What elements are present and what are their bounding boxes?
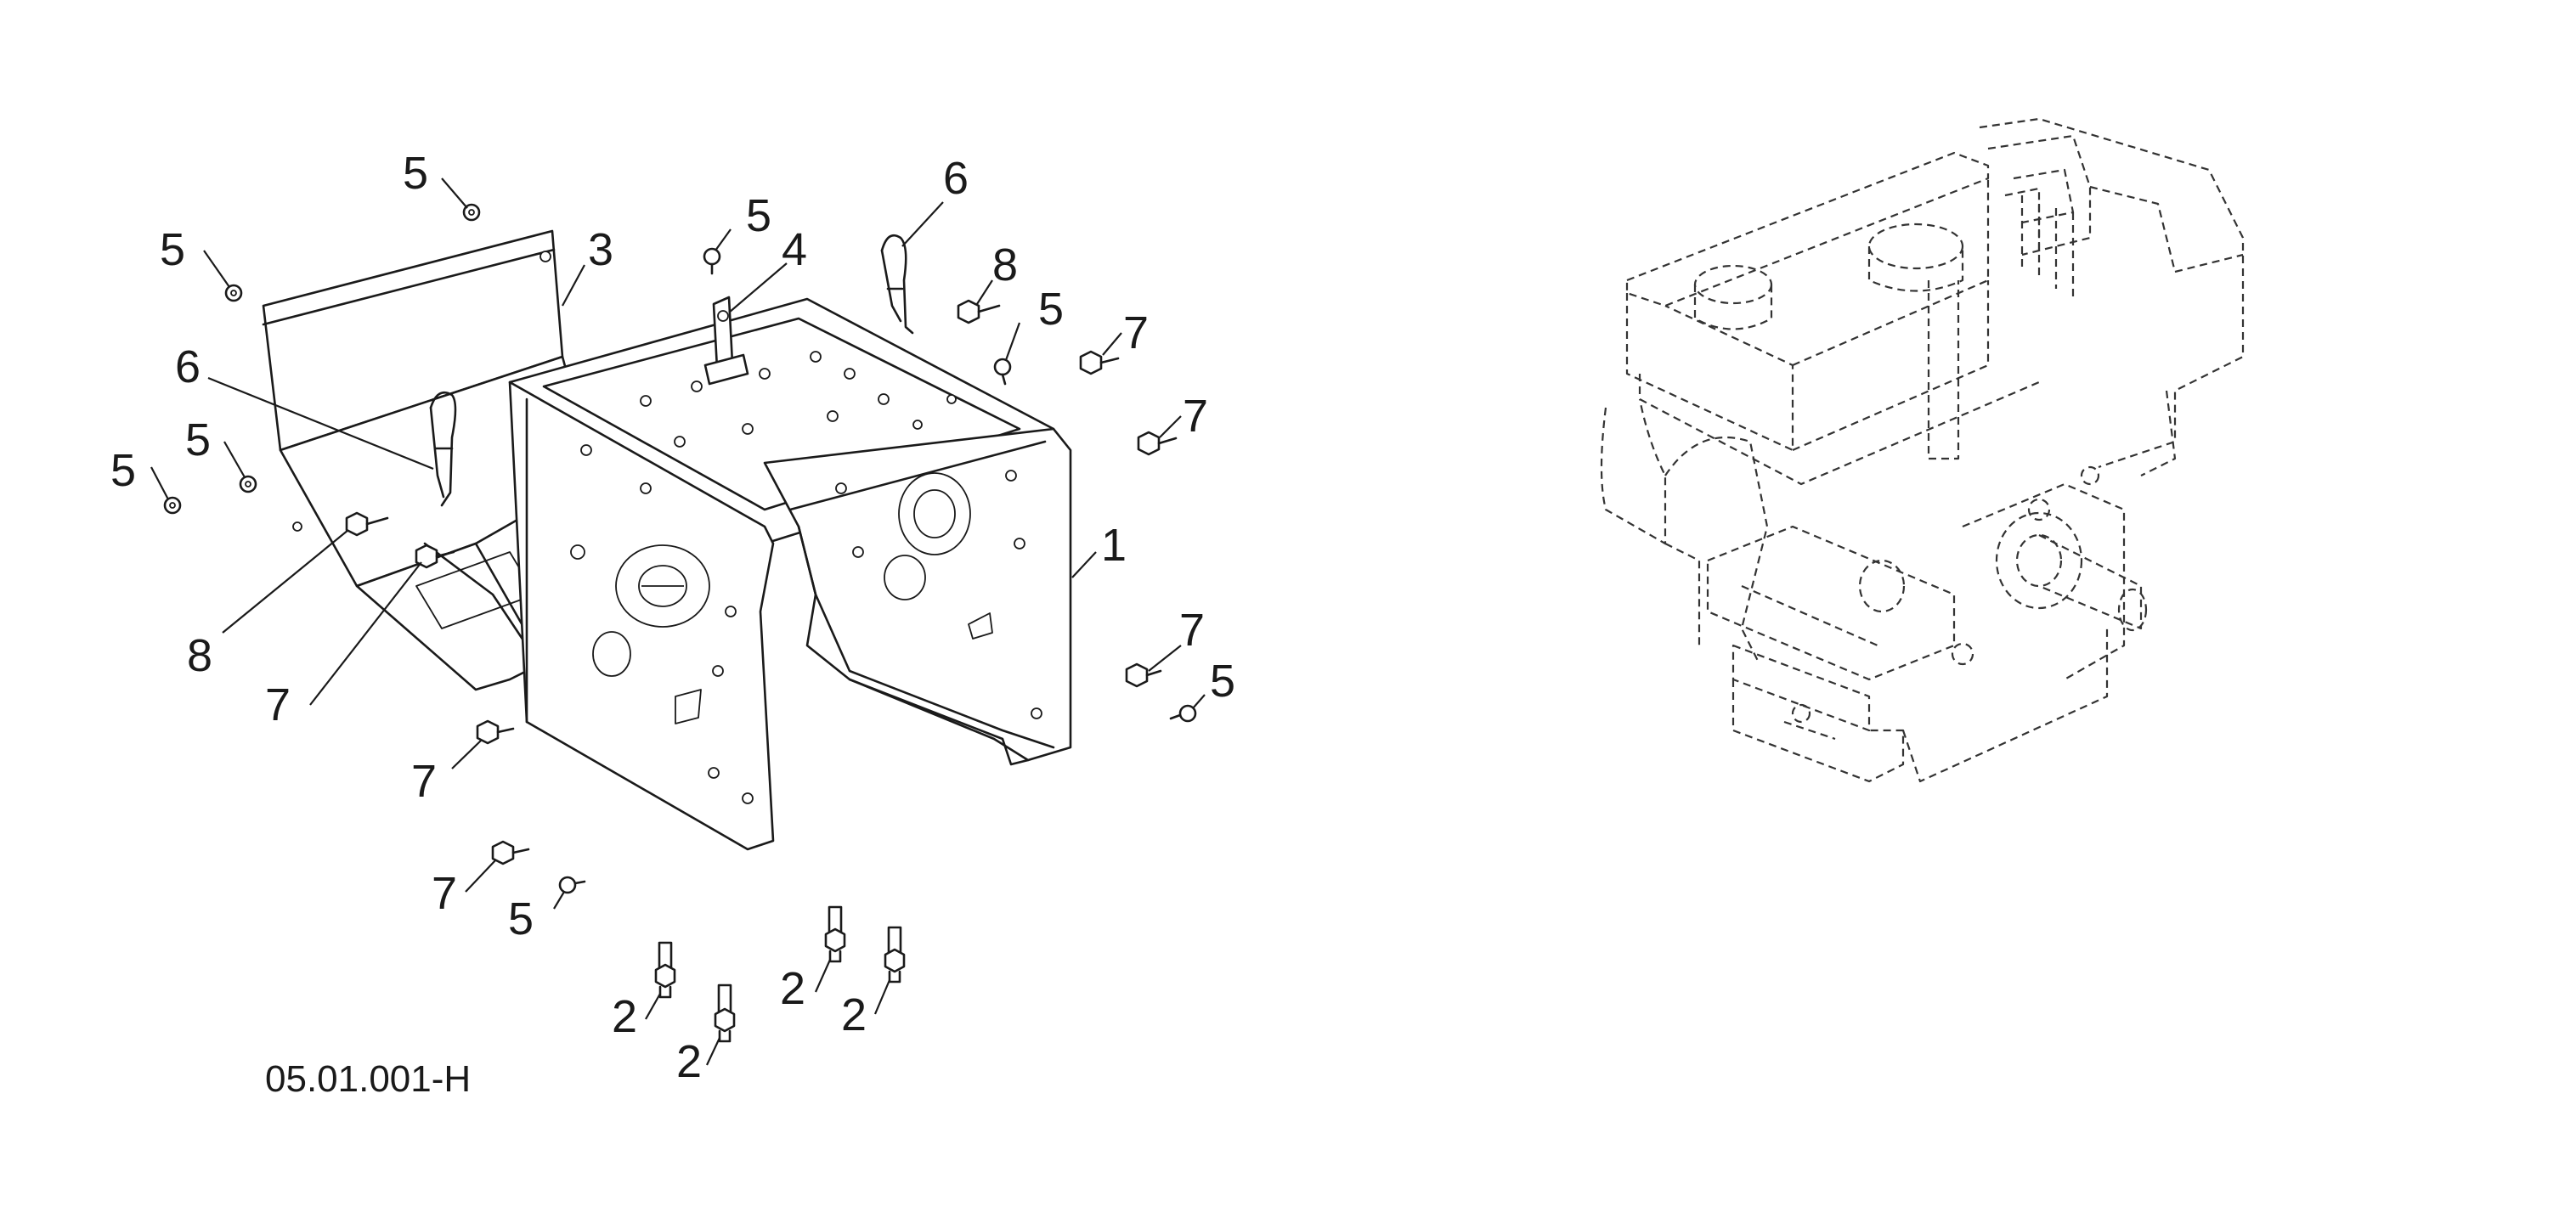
- part-6-clip-lower: [429, 391, 457, 507]
- callout-5: 5: [746, 190, 771, 241]
- callout-8: 8: [187, 630, 212, 681]
- screw-5h: [558, 876, 586, 894]
- callout-7: 7: [1179, 605, 1205, 656]
- stud-2d: [884, 926, 906, 983]
- bolt-7b: [1137, 431, 1178, 456]
- bolt-7c: [415, 544, 455, 569]
- stud-2c: [824, 905, 846, 963]
- screw-5b: [224, 284, 243, 302]
- callout-5: 5: [1210, 656, 1235, 707]
- bolt-7a: [1079, 350, 1120, 375]
- callout-1: 1: [1101, 520, 1127, 571]
- callout-2: 2: [841, 989, 867, 1040]
- screw-5d: [239, 475, 257, 493]
- screw-5c: [703, 247, 721, 275]
- screw-5a: [462, 203, 481, 222]
- callout-7: 7: [1183, 391, 1208, 442]
- callout-5: 5: [1038, 284, 1064, 335]
- bolt-7e: [476, 719, 515, 745]
- leader-lines: [150, 178, 1206, 1066]
- screw-5f: [993, 358, 1012, 386]
- stud-2a: [654, 941, 676, 999]
- callout-2: 2: [780, 963, 805, 1014]
- callout-2: 2: [612, 991, 637, 1042]
- callout-6: 6: [175, 341, 201, 392]
- callout-7: 7: [411, 756, 437, 807]
- callout-8: 8: [992, 240, 1018, 290]
- callout-7: 7: [265, 679, 291, 730]
- callout-2: 2: [676, 1036, 702, 1087]
- bolt-8a: [957, 299, 1001, 324]
- callout-7: 7: [432, 868, 457, 919]
- part-4-bracket: [703, 296, 749, 386]
- bolt-7d: [1125, 662, 1162, 688]
- stud-2b: [714, 983, 736, 1043]
- callout-5: 5: [110, 445, 136, 496]
- bolt-7f: [491, 840, 530, 865]
- callout-6: 6: [943, 153, 969, 204]
- frame-assembly: [163, 203, 1197, 1043]
- drawing-code: 05.01.001-H: [265, 1058, 471, 1100]
- callout-3: 3: [588, 224, 613, 275]
- screw-5g: [1169, 704, 1197, 723]
- callout-5: 5: [508, 893, 534, 944]
- callout-5: 5: [185, 414, 211, 465]
- part-1-frame: [508, 297, 1072, 851]
- callout-labels: 1 2 2 2 2 3 4 5 5 5 5 5 5 5 5 6 6 7 7 7 …: [110, 148, 1235, 1087]
- callout-4: 4: [782, 224, 807, 275]
- screw-5e: [163, 496, 182, 515]
- part-6-clip-upper: [880, 234, 914, 335]
- engine-reference-dashed: [1600, 117, 2245, 783]
- callout-5: 5: [403, 148, 428, 199]
- callout-5: 5: [160, 224, 185, 275]
- callout-7: 7: [1123, 307, 1149, 358]
- bolt-8b: [345, 511, 389, 537]
